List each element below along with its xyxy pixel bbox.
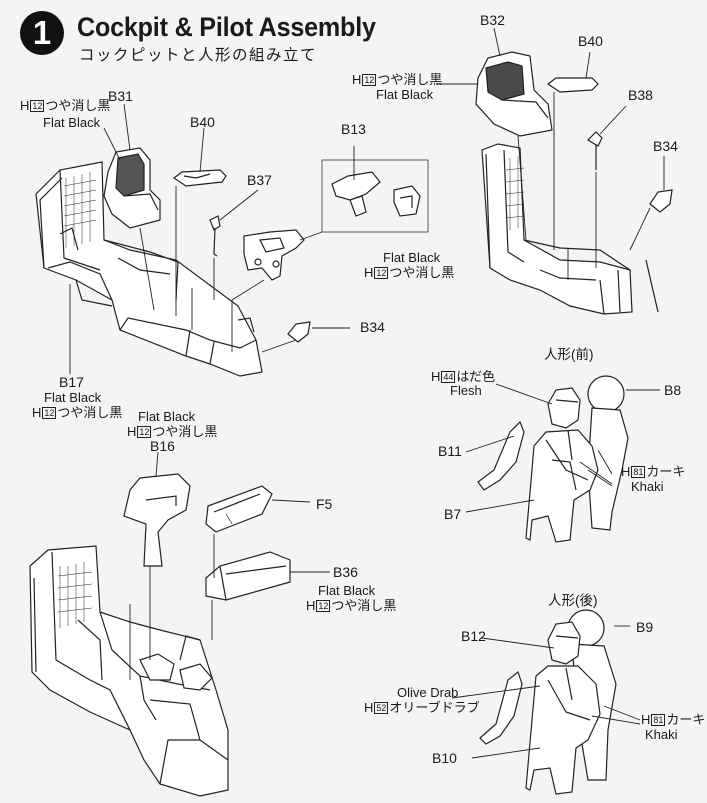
step-number-badge: 1 xyxy=(20,11,64,55)
part-b40-right xyxy=(546,51,599,250)
label-b38: B38 xyxy=(628,87,653,103)
part-b32-seat xyxy=(475,51,553,137)
paint-olive-en: Olive Drab xyxy=(397,685,459,700)
cockpit-tub-lower xyxy=(29,545,229,797)
label-b40-left: B40 xyxy=(190,114,215,130)
paint-b31-en: Flat Black xyxy=(43,115,101,130)
part-b31-seat xyxy=(103,147,161,229)
label-f5: F5 xyxy=(316,496,333,512)
part-b13-detail-box xyxy=(299,146,429,241)
part-b38-stick xyxy=(587,105,627,268)
label-b9: B9 xyxy=(636,619,654,635)
label-b17: B17 xyxy=(59,374,84,390)
part-b16 xyxy=(123,451,191,660)
part-f5-glass xyxy=(205,485,311,533)
pilot-figure-back xyxy=(451,609,641,795)
label-b34-left: B34 xyxy=(360,319,385,335)
part-b40-left xyxy=(172,169,227,187)
label-b40-right: B40 xyxy=(578,33,603,49)
cockpit-tub-right xyxy=(481,143,659,315)
part-b34-right xyxy=(629,156,673,251)
paint-b17-en: Flat Black xyxy=(44,390,102,405)
step-title: Cockpit & Pilot Assembly xyxy=(77,12,376,42)
paint-b32-en: Flat Black xyxy=(376,87,434,102)
label-b11: B11 xyxy=(438,443,462,459)
label-b16: B16 xyxy=(150,438,175,454)
figure-back-title: 人形(後) xyxy=(548,593,598,608)
label-b7: B7 xyxy=(444,506,462,522)
cockpit-tub-main xyxy=(35,161,263,377)
paint-b36-en: Flat Black xyxy=(318,583,376,598)
step-number: 1 xyxy=(32,14,52,51)
pilot-figure-front xyxy=(465,375,660,543)
paint-b11-en: Flesh xyxy=(450,383,482,398)
part-b36 xyxy=(205,534,330,640)
label-b13: B13 xyxy=(341,121,366,137)
label-b12: B12 xyxy=(461,628,486,644)
paint-b10-en: Khaki xyxy=(645,727,678,742)
instrument-panel xyxy=(243,229,305,281)
part-b37-stick xyxy=(209,215,221,257)
label-b36: B36 xyxy=(333,564,358,580)
label-b10: B10 xyxy=(432,750,457,766)
label-b34-right: B34 xyxy=(653,138,678,154)
paint-b16-en: Flat Black xyxy=(138,409,196,424)
paint-b7-en: Khaki xyxy=(631,479,664,494)
label-b37: B37 xyxy=(247,172,272,188)
figure-front-title: 人形(前) xyxy=(544,347,594,362)
label-b32: B32 xyxy=(480,12,505,28)
label-b8: B8 xyxy=(664,382,682,398)
leaders-upper-left xyxy=(69,103,350,374)
paint-b13-en: Flat Black xyxy=(383,250,441,265)
step-subtitle: コックピットと人形の組み立て xyxy=(79,47,318,64)
label-b31: B31 xyxy=(108,88,133,104)
part-b34-left xyxy=(287,321,311,343)
leaders-upper-right xyxy=(436,27,569,280)
